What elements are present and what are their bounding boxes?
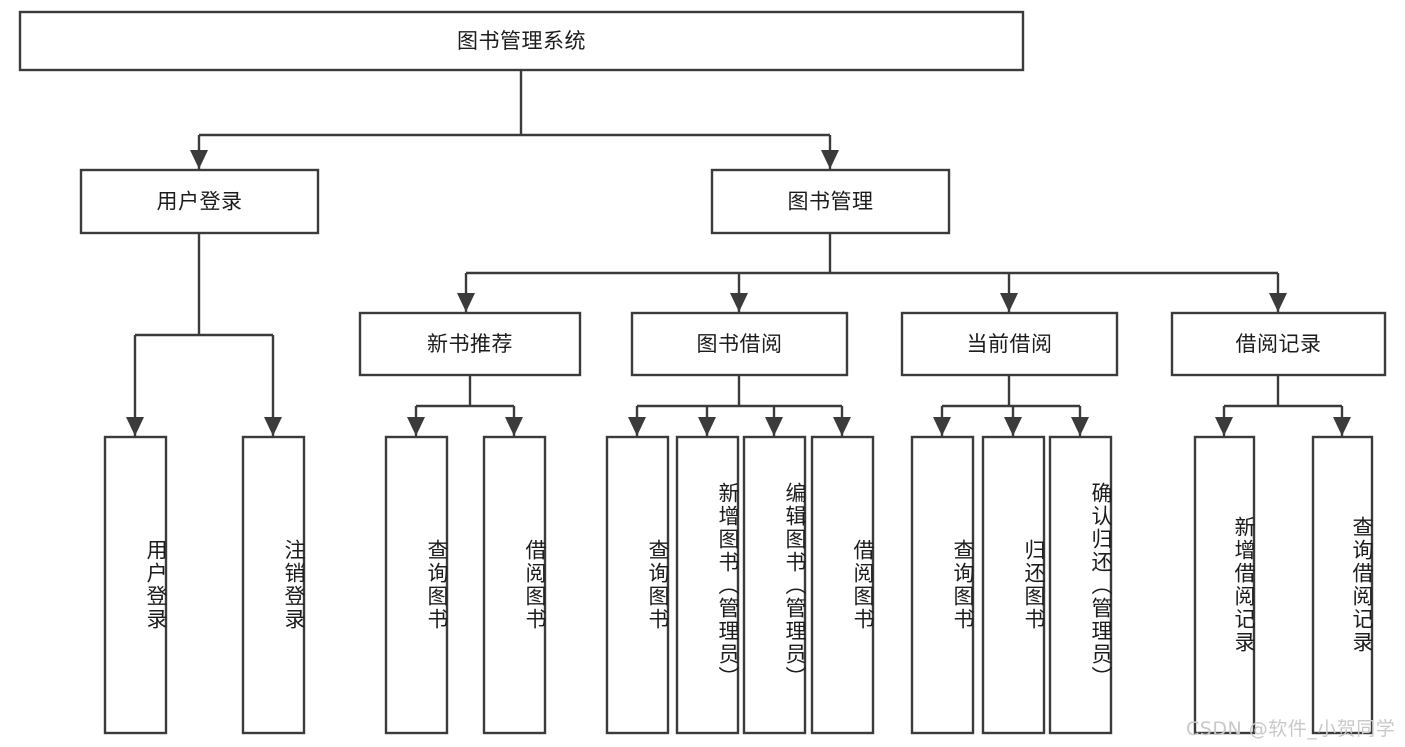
node-book-manage-label: 图书管理 [788, 190, 874, 214]
node-new-book-rec[interactable] [358, 311, 582, 377]
node-new-book-rec-label: 新书推荐 [427, 332, 513, 356]
node-leaf-query-record[interactable] [1311, 435, 1374, 735]
watermark-text: CSDN @软件_小贺同学 [1186, 718, 1396, 740]
node-leaf-user-login[interactable] [103, 435, 168, 735]
arrow-head-icon [628, 417, 646, 436]
arrow-head-icon [1215, 417, 1233, 436]
boxes-layer [18, 10, 1387, 735]
node-leaf-add-book[interactable] [675, 435, 740, 735]
node-borrow-record[interactable] [1170, 311, 1387, 377]
arrow-head-icon [933, 417, 951, 436]
node-leaf-query-book-3[interactable] [910, 435, 975, 735]
arrow-head-icon [1333, 417, 1351, 436]
arrow-head-icon [821, 150, 839, 169]
node-leaf-logout[interactable] [241, 435, 306, 735]
arrow-head-icon [833, 417, 851, 436]
arrow-head-icon [457, 293, 475, 312]
node-leaf-add-record[interactable] [1193, 435, 1256, 735]
node-leaf-borrow-book-1[interactable] [482, 435, 547, 735]
node-leaf-query-book-1[interactable] [384, 435, 449, 735]
arrow-head-icon [730, 293, 748, 312]
node-root-system-label: 图书管理系统 [457, 29, 586, 53]
node-user-login-label: 用户登录 [157, 190, 243, 214]
node-book-manage[interactable] [710, 168, 951, 235]
node-leaf-confirm-return[interactable] [1048, 435, 1113, 735]
node-current-borrow[interactable] [900, 311, 1119, 377]
arrow-head-icon [505, 417, 523, 436]
arrow-head-icon [1269, 293, 1287, 312]
node-borrow-record-label: 借阅记录 [1236, 332, 1322, 356]
node-book-borrow-label: 图书借阅 [697, 332, 783, 356]
arrow-head-icon [1000, 293, 1018, 312]
arrow-head-icon [1004, 417, 1022, 436]
arrow-head-icon [698, 417, 716, 436]
node-leaf-return-book[interactable] [981, 435, 1046, 735]
node-leaf-borrow-book-2[interactable] [810, 435, 875, 735]
node-leaf-edit-book[interactable] [742, 435, 807, 735]
node-root-system[interactable] [18, 10, 1025, 72]
connectors-layer [126, 70, 1351, 436]
node-leaf-query-book-2[interactable] [605, 435, 670, 735]
arrow-head-icon [190, 150, 208, 169]
node-user-login[interactable] [79, 168, 320, 235]
arrow-head-icon [1071, 417, 1089, 436]
arrow-head-icon [765, 417, 783, 436]
arrow-head-icon [407, 417, 425, 436]
node-current-borrow-label: 当前借阅 [967, 332, 1053, 356]
arrow-head-icon [126, 417, 144, 436]
node-book-borrow[interactable] [630, 311, 849, 377]
arrow-head-icon [264, 417, 282, 436]
